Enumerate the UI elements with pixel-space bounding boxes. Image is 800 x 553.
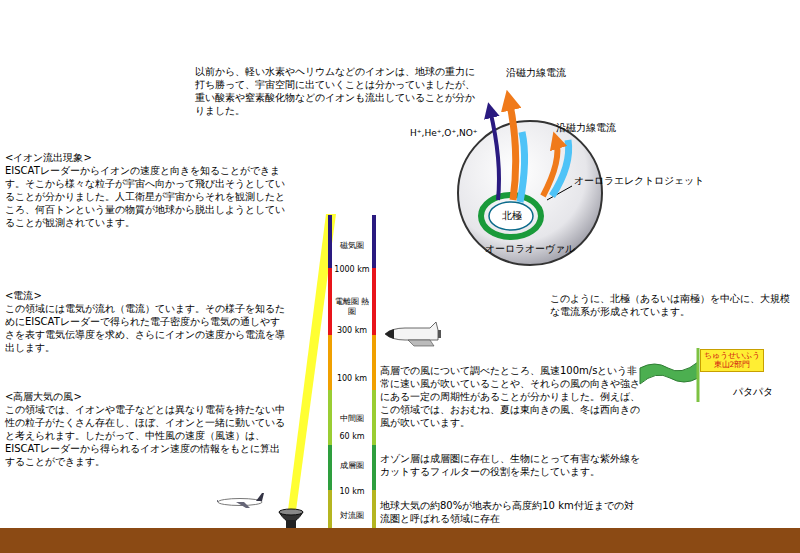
layer-note: オゾン層は成層圏に存在し、生物にとって有害な紫外線をカットするフィルターの役割を… — [380, 452, 642, 478]
flag-text: 東山2部門 — [704, 360, 760, 369]
pole-label: 北極 — [499, 210, 525, 222]
space-shuttle — [385, 322, 441, 346]
altitude-bar — [328, 215, 376, 528]
ion-species: H⁺,He⁺,O⁺,NO⁺ — [410, 128, 486, 140]
section-body: EISCATレーダーからイオンの速度と向きを知ることができます。そこから様々な粒… — [5, 164, 285, 229]
section-body: この領域には電気が流れ（電流）ています。その様子を知るためにEISCATレーダー… — [5, 302, 285, 354]
current-label: 沿磁力線電流 — [506, 67, 586, 79]
flag-text: ちゅうせいふう — [704, 351, 760, 360]
altitude-mark: 1000 km — [332, 265, 372, 275]
section-heading: <高層大気の風> — [5, 390, 285, 403]
electrojet-label: オーロラエレクトロジェット — [574, 175, 714, 187]
layer-name: 磁気圏 — [332, 241, 372, 251]
earth-globe — [458, 121, 602, 265]
altitude-mark: 60 km — [332, 432, 372, 442]
altitude-mark: 10 km — [332, 487, 372, 497]
oval-label: オーロラオーヴァル — [485, 243, 585, 255]
layer-note: 地球大気の約80%が地表から高度約10 km付近までの対流圏と呼ばれる領域に存在 — [380, 499, 642, 525]
intro-note: 以前から、軽い水素やヘリウムなどのイオンは、地球の重力に打ち勝って、宇宙空間に出… — [195, 65, 480, 117]
layer-name: 電離圏 熱圏 — [332, 297, 372, 318]
sound-word: パタパタ — [733, 385, 793, 398]
summary-note: このように、北極（あるいは南極）を中心に、大規模な電流系が形成されています。 — [550, 292, 795, 318]
layer-name: 中間圏 — [332, 414, 372, 424]
airplane — [217, 493, 264, 508]
layer-note: 高層での風について調べたところ、風速100m/sという非常に速い風が吹いているこ… — [380, 364, 642, 429]
flag — [640, 348, 698, 402]
flag-sign: ちゅうせいふう東山2部門 — [700, 349, 764, 372]
current-label: 沿磁力線電流 — [556, 122, 636, 134]
layer-name: 対流圏 — [332, 511, 372, 521]
radar-dish — [279, 509, 303, 528]
altitude-mark: 100 km — [332, 374, 372, 384]
altitude-mark: 300 km — [332, 326, 372, 336]
radar-beam — [287, 214, 336, 518]
section-heading: <電流> — [5, 289, 285, 302]
layer-name: 成層圏 — [332, 461, 372, 471]
field-aligned-currents — [490, 100, 569, 202]
section-body: この領域では、イオンや電子などとは異なり電荷を持たない中性の粒子がたくさん存在し… — [5, 403, 285, 468]
section-heading: <イオン流出現象> — [5, 151, 285, 164]
ground — [0, 528, 800, 553]
